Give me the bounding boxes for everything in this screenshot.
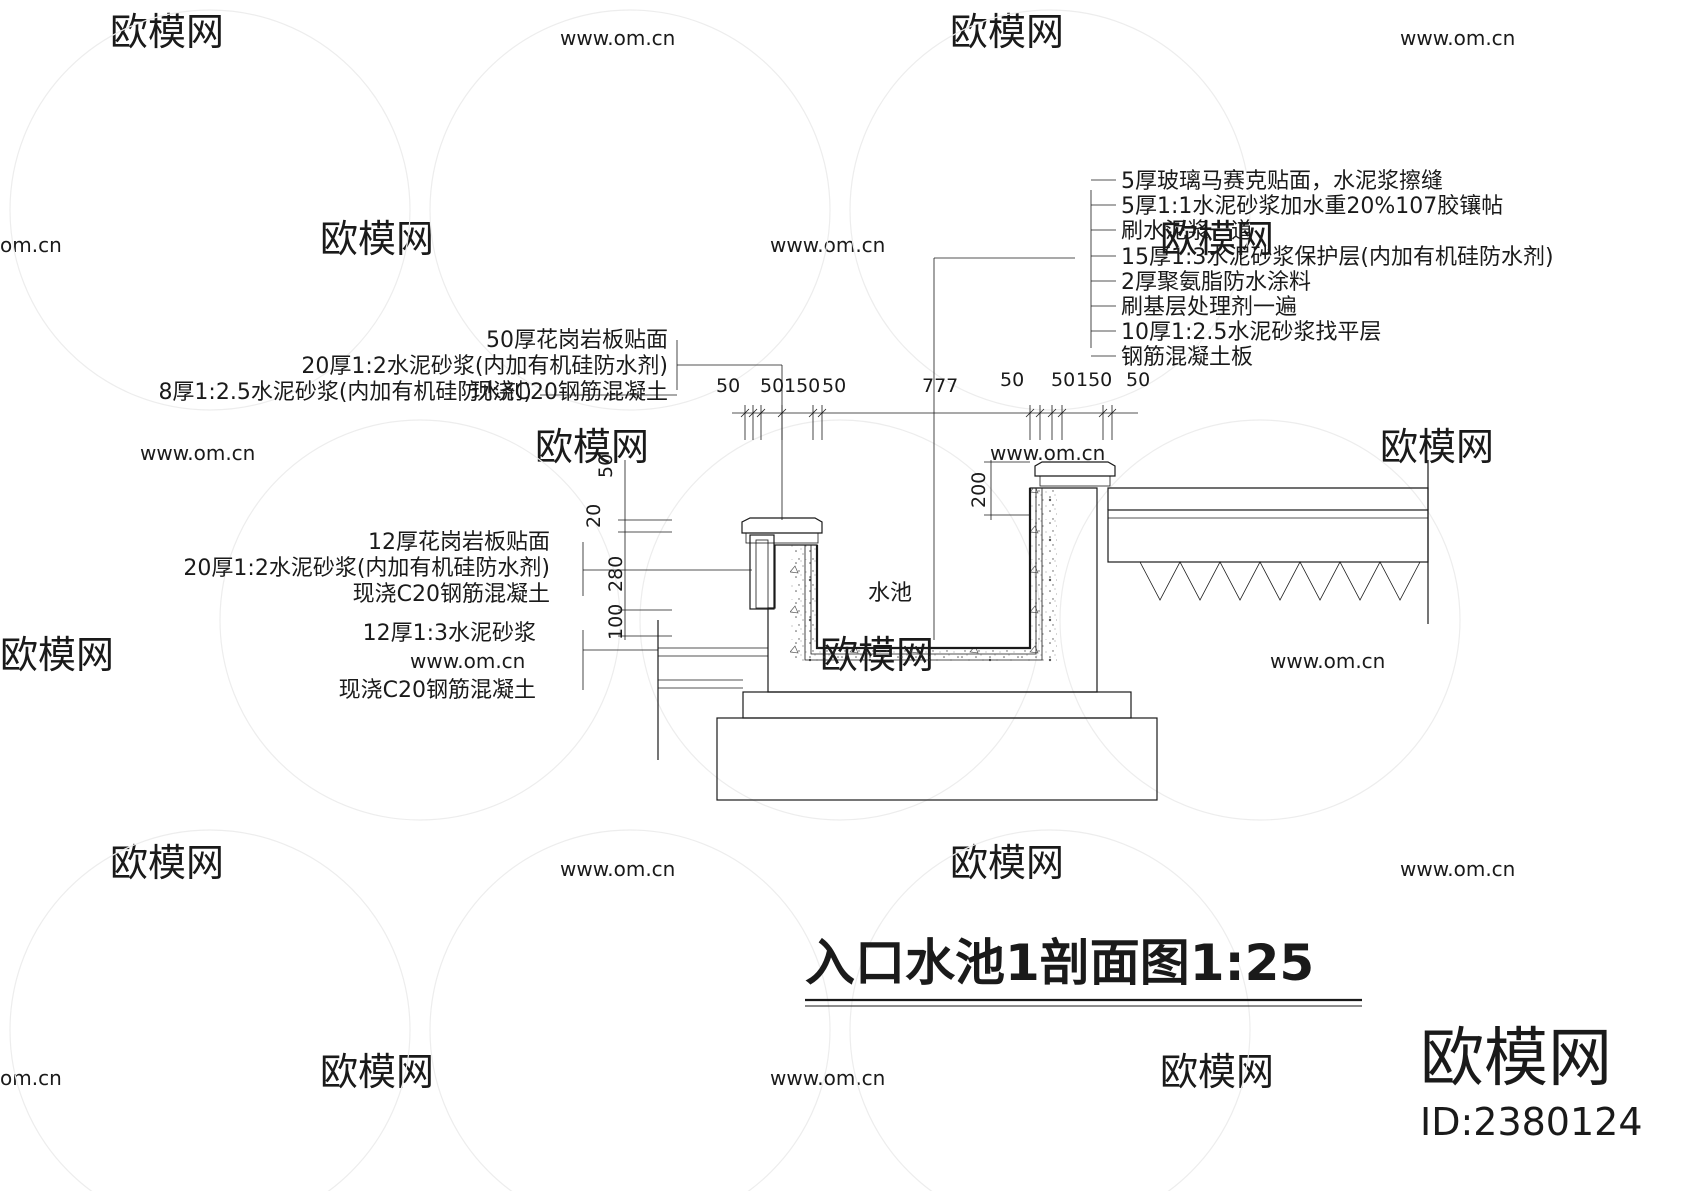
left-cap-labels: 50厚花岗岩板贴面 20厚1:2水泥砂浆(内加有机硅防水剂) 8厚1:2.5水泥… <box>158 328 668 405</box>
left-wall-labels: 12厚花岗岩板贴面 20厚1:2水泥砂浆(内加有机硅防水剂) 现浇C20钢筋混凝… <box>183 530 550 607</box>
leader-lines <box>540 179 1116 690</box>
right-layer-label: 2厚聚氨脂防水涂料 <box>1121 270 1311 295</box>
watermark-text: 欧模网 <box>320 217 434 261</box>
watermark-text: om.cn <box>0 233 62 257</box>
brand-name: 欧模网 <box>1420 1022 1612 1096</box>
left-wall-layer-label: 20厚1:2水泥砂浆(内加有机硅防水剂) <box>183 556 550 581</box>
left-wall-cladding <box>749 534 775 610</box>
watermark-text: 欧模网 <box>1160 217 1274 261</box>
watermark-text: 欧模网 <box>320 1050 434 1094</box>
base-layer-label: 12厚1:3水泥砂浆 <box>363 621 536 646</box>
right-layer-label: 刷基层处理剂一遍 <box>1121 295 1297 320</box>
watermark-text: 欧模网 <box>1160 1050 1274 1094</box>
right-layer-label: 5厚1:1水泥砂浆加水重20%107胶镶帖 <box>1121 194 1503 219</box>
dim-vertical-right: 200 <box>968 472 990 508</box>
foundation-base <box>716 717 1158 801</box>
right-layer-label: 10厚1:2.5水泥砂浆找平层 <box>1121 320 1381 345</box>
watermark-layer: 欧模网 www.om.cn 欧模网 www.om.cn om.cn 欧模网 www.om.c… <box>0 9 1515 1191</box>
watermark-text: www.om.cn <box>770 1066 885 1090</box>
pool-label: 水池 <box>868 581 912 606</box>
watermark-text: www.om.cn <box>990 441 1105 465</box>
watermark-text: www.om.cn <box>140 441 255 465</box>
dim-vertical-left: 280 <box>605 556 627 592</box>
watermark-text: www.om.cn <box>560 857 675 881</box>
watermark-text: www.om.cn <box>1400 857 1515 881</box>
dim-top-right: 50 <box>1051 369 1075 391</box>
watermark-text: 欧模网 <box>0 633 114 677</box>
watermark-text: 欧模网 <box>110 841 224 885</box>
dim-top-right: 50 <box>1000 369 1024 391</box>
dim-top-left: 50 <box>760 375 784 397</box>
page-title: 入口水池1剖面图1:25 <box>805 934 1314 992</box>
drawing-title: 入口水池1剖面图1:25 <box>805 934 1362 1007</box>
dim-top-left: 50 <box>716 375 740 397</box>
dim-top-left: 50 <box>822 375 846 397</box>
base-layer-label: 现浇C20钢筋混凝土 <box>339 678 536 703</box>
dim-vertical-left: 20 <box>583 504 605 528</box>
pool-section <box>657 460 1429 801</box>
watermark-text: www.om.cn <box>1400 26 1515 50</box>
base-labels: 12厚1:3水泥砂浆 现浇C20钢筋混凝土 <box>339 621 536 703</box>
earth-fill <box>1139 561 1421 601</box>
dim-vertical-left: 100 <box>605 604 627 640</box>
watermark-text: om.cn <box>0 1066 62 1090</box>
dim-top-left: 150 <box>784 375 820 397</box>
watermark-text: www.om.cn <box>1270 649 1385 673</box>
left-cap-layer-label: 20厚1:2水泥砂浆(内加有机硅防水剂) <box>301 354 668 379</box>
dimension-labels: 50 50 150 50 777 50 50 150 50 50 20 280 … <box>583 369 1150 640</box>
right-layer-label: 钢筋混凝土板 <box>1121 345 1253 370</box>
watermark-text: 欧模网 <box>1380 425 1494 469</box>
right-layer-label: 刷水泥浆一道 <box>1121 219 1253 244</box>
pool-lining <box>815 488 1032 650</box>
watermark-text: 欧模网 <box>950 841 1064 885</box>
left-cap-layer-label: 50厚花岗岩板贴面 <box>486 328 668 353</box>
left-wall-layer-label: 12厚花岗岩板贴面 <box>368 530 550 555</box>
right-wall-labels: 5厚玻璃马赛克贴面，水泥浆擦缝 5厚1:1水泥砂浆加水重20%107胶镶帖 刷水… <box>1121 169 1554 370</box>
dim-top-right: 50 <box>1126 369 1150 391</box>
watermark-text: 欧模网 <box>110 10 224 54</box>
foundation-cushion <box>742 691 1132 719</box>
left-cap-layer-label: 现浇C20钢筋混凝土 <box>471 380 668 405</box>
left-coping <box>741 517 823 534</box>
left-cap-layer-label: 8厚1:2.5水泥砂浆(内加有机硅防水剂) <box>158 380 532 405</box>
dim-vertical-left: 50 <box>595 454 617 478</box>
right-layer-label: 15厚1:3水泥砂浆保护层(内加有机硅防水剂) <box>1121 245 1554 270</box>
right-layer-label: 5厚玻璃马赛克贴面，水泥浆擦缝 <box>1121 169 1443 194</box>
watermark-text: www.om.cn <box>560 26 675 50</box>
watermark-text: 欧模网 <box>950 10 1064 54</box>
dim-top-right: 150 <box>1076 369 1112 391</box>
watermark-text: 欧模网 <box>535 425 649 469</box>
left-wall-layer-label: 现浇C20钢筋混凝土 <box>353 582 550 607</box>
watermark-text: www.om.cn <box>410 649 525 673</box>
dim-top-center: 777 <box>922 375 958 397</box>
right-coping <box>1034 461 1116 477</box>
dimension-chains <box>618 405 1138 640</box>
brand-id: ID:2380124 <box>1420 1100 1643 1144</box>
brand-mark: 欧模网 ID:2380124 <box>1420 1022 1643 1144</box>
